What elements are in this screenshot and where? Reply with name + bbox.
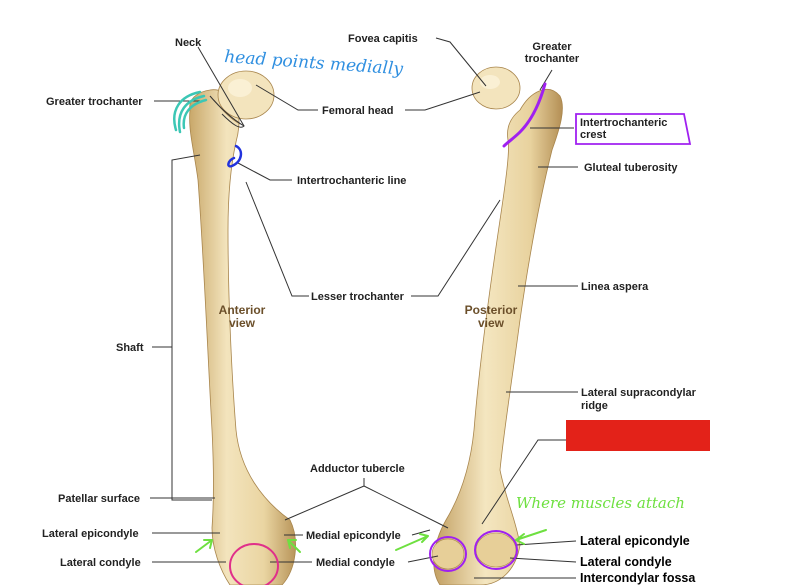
purple-crest-mark <box>502 82 547 148</box>
label-lateral-supracondylar-ridge-line2: ridge <box>581 400 608 412</box>
anterior-femur-bone <box>189 89 296 585</box>
posterior-view-title-line2: view <box>478 316 505 330</box>
label-lateral-condyle-posterior: Lateral condyle <box>580 555 672 569</box>
leader-lines <box>150 37 578 579</box>
label-intertrochanteric-crest-line2: crest <box>580 129 607 141</box>
label-lateral-condyle-anterior: Lateral condyle <box>60 557 141 569</box>
green-arrow-1 <box>195 539 213 553</box>
label-linea-aspera: Linea aspera <box>581 281 649 293</box>
blue-intertrochanteric-mark <box>227 144 243 168</box>
label-intertrochanteric-crest-line1: Intertrochanteric <box>580 117 667 129</box>
label-shaft: Shaft <box>116 342 144 354</box>
markup-annotations <box>173 82 710 585</box>
label-greater-trochanter-posterior-line2: trochanter <box>525 53 580 65</box>
label-greater-trochanter-posterior-line1: Greater <box>532 41 572 53</box>
label-adductor-tubercle: Adductor tubercle <box>310 463 405 475</box>
red-cover-box <box>566 420 710 451</box>
label-femoral-head: Femoral head <box>322 105 394 117</box>
label-fovea-capitis: Fovea capitis <box>348 33 418 45</box>
label-greater-trochanter: Greater trochanter <box>46 96 143 108</box>
label-intertrochanteric-line: Intertrochanteric line <box>297 175 406 187</box>
pink-lateral-condyle-circle <box>229 543 279 585</box>
neck-outline-mark <box>209 95 245 128</box>
label-lesser-trochanter: Lesser trochanter <box>311 291 405 303</box>
posterior-lateral-condyle <box>475 532 517 568</box>
label-medial-condyle: Medial condyle <box>316 557 395 569</box>
anterior-view-title-line2: view <box>229 316 256 330</box>
purple-medial-condyle-circle <box>429 536 467 572</box>
posterior-femoral-head <box>471 66 521 110</box>
label-lateral-epicondyle-anterior: Lateral epicondyle <box>42 528 139 540</box>
posterior-femur-bone <box>433 89 563 585</box>
label-gluteal-tuberosity: Gluteal tuberosity <box>584 162 678 174</box>
teal-greater-trochanter-mark <box>173 90 208 134</box>
label-lateral-supracondylar-ridge-line1: Lateral supracondylar <box>581 387 697 399</box>
anterior-view-title-line1: Anterior <box>219 303 266 317</box>
label-patellar-surface: Patellar surface <box>58 493 140 505</box>
handwritten-muscle-note: Where muscles attach <box>516 494 685 512</box>
posterior-medial-condyle <box>431 538 465 570</box>
green-arrow-4 <box>515 529 547 545</box>
label-neck: Neck <box>175 37 202 49</box>
green-arrow-2 <box>287 539 301 553</box>
label-medial-epicondyle: Medial epicondyle <box>306 530 401 542</box>
label-lateral-epicondyle-posterior: Lateral epicondyle <box>580 534 690 548</box>
green-arrow-3 <box>395 533 429 551</box>
posterior-view-title-line1: Posterior <box>465 303 518 317</box>
purple-lateral-condyle-circle <box>474 530 518 570</box>
purple-crest-label-box <box>575 113 692 145</box>
posterior-femur <box>431 66 563 585</box>
label-intercondylar-fossa: Intercondylar fossa <box>580 571 696 585</box>
anterior-femur <box>189 70 296 585</box>
